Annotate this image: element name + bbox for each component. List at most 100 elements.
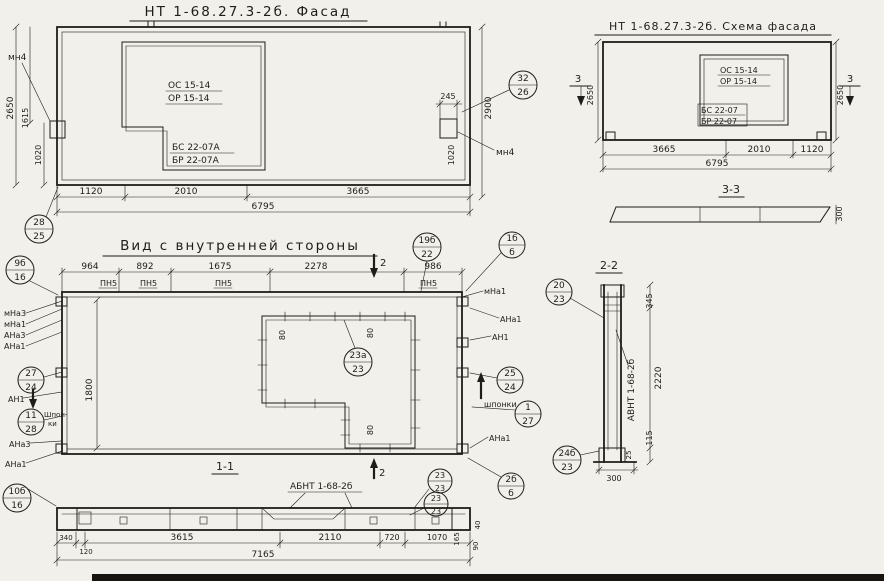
- facade-panel-outline: [56, 26, 471, 186]
- section-3-label: 3: [847, 74, 853, 85]
- callout-bottom: 23: [553, 295, 564, 305]
- facade-drawing: НТ 1-68.27.3-2б. Фасад ОС 15-14 ОР 15-14…: [6, 4, 538, 244]
- dim-1800: 1800: [85, 378, 95, 401]
- section-3-3-profile: 300: [609, 204, 844, 225]
- callout-top: 24б: [558, 449, 575, 459]
- dim-40: 40: [474, 521, 482, 530]
- dim-115: 115: [645, 430, 654, 445]
- mark-ana1-right-bottom: АНа1: [489, 434, 510, 443]
- callout-bottom: 23: [431, 507, 441, 516]
- callout-bottom: 23: [561, 463, 572, 473]
- facade-title: НТ 1-68.27.3-2б. Фасад: [145, 4, 352, 20]
- dim-345: 345: [645, 293, 654, 308]
- inner-window-opening: [261, 315, 416, 449]
- mark-pn5: ПН5: [215, 279, 232, 288]
- section-3-marker-right: 3: [839, 74, 861, 106]
- callout-top: 20: [553, 281, 565, 291]
- callout-bottom: 24: [25, 383, 37, 393]
- callout-top: 19б: [418, 236, 435, 246]
- callout-bottom: б: [508, 489, 514, 499]
- dim-1070: 1070: [427, 533, 447, 542]
- section-2-label: 2: [380, 258, 386, 269]
- facade-window-label-os: ОС 15-14: [168, 81, 211, 91]
- dim-80: 80: [278, 330, 287, 340]
- section-2-2-title: 2-2: [600, 259, 618, 272]
- dim-300: 300: [606, 474, 621, 483]
- facade-window-label-br: БР 22-07А: [172, 156, 220, 166]
- scan-edge-artifact: [92, 574, 884, 581]
- dim-6795: 6795: [706, 159, 729, 169]
- callout-bottom: 27: [522, 417, 533, 427]
- dim-964: 964: [81, 262, 98, 272]
- dim-2278: 2278: [305, 262, 328, 272]
- dim-2650-right: 2650: [836, 85, 845, 105]
- callout-bottom: 26: [517, 88, 529, 98]
- mark-an1-left: АН1: [8, 395, 25, 404]
- section-2-2-drawing: 2-2 АВНТ 1-68-2б 345 2220 115 25 300 20 …: [545, 259, 664, 483]
- callout-bottom: 16: [11, 501, 23, 511]
- dim-2650: 2650: [6, 96, 16, 119]
- dim-1020-left: 1020: [34, 145, 43, 165]
- callout-top: 1б: [506, 234, 518, 244]
- dim-3665: 3665: [653, 145, 676, 155]
- facade-left-anchor-block: [49, 120, 66, 139]
- dim-720: 720: [384, 533, 399, 542]
- callout-bottom: 24: [504, 383, 516, 393]
- section-2-marker-top: 2: [370, 253, 386, 278]
- callout-bottom: 28: [25, 425, 37, 435]
- dim-340: 340: [59, 534, 72, 542]
- section-2-marker-bottom: 2: [370, 458, 385, 480]
- mark-mn4-right: мн4: [496, 148, 515, 158]
- inner-view-title: Вид с внутренней стороны: [120, 238, 360, 254]
- dim-2220: 2220: [654, 366, 664, 389]
- mark-pn5: ПН5: [420, 279, 437, 288]
- callout-23-23-lower: 23 23: [409, 491, 449, 517]
- dim-1120: 1120: [801, 145, 824, 155]
- mark-avnt: АВНТ 1-68-2б: [627, 358, 637, 421]
- mark-ana3-lower: АНа3: [9, 440, 30, 449]
- mark-ana1-lower: АНа1: [5, 460, 26, 469]
- scheme-panel-outline: [602, 41, 832, 141]
- section-3-label: 3: [575, 74, 581, 85]
- callout-top: 2б: [505, 475, 517, 485]
- callout-bottom: 16: [14, 273, 26, 283]
- callout-top: 28: [33, 218, 45, 228]
- callout-top: 23а: [350, 351, 367, 361]
- scheme-window-opening: [699, 54, 789, 126]
- callout-top: 27: [25, 369, 36, 379]
- mark-abnt: АБНТ 1-68-2б: [290, 482, 353, 492]
- dim-3615: 3615: [171, 533, 194, 543]
- callout-bottom: б: [509, 248, 515, 258]
- section-3-3-title: 3-3: [722, 183, 740, 196]
- mark-pn5: ПН5: [140, 279, 157, 288]
- callout-32-26: 32 26: [461, 70, 538, 113]
- mark-shponki-left-2: ки: [48, 420, 57, 428]
- callout-top: 23: [431, 494, 441, 503]
- mark-ana1-right-top: АНа1: [500, 315, 521, 324]
- section-1-1-profile: [56, 507, 471, 531]
- facade-window-opening: [121, 41, 266, 171]
- section-1-arrow-right: [477, 372, 485, 400]
- callout-25-24: 25 24: [469, 366, 524, 394]
- dim-80: 80: [366, 425, 375, 435]
- callout-11-28: 11 28: [17, 408, 63, 436]
- section-1-1-title: 1-1: [216, 460, 234, 473]
- callout-top: 1: [525, 403, 531, 413]
- callout-10b-16: 10б 16: [2, 483, 57, 513]
- dim-90: 90: [472, 542, 480, 551]
- callout-top: 25: [504, 369, 515, 379]
- section-2-label: 2: [379, 468, 385, 479]
- dim-1675: 1675: [209, 262, 232, 272]
- facade-right-anchor-block: [439, 118, 458, 139]
- dim-1120: 1120: [80, 187, 103, 197]
- dim-2650-left: 2650: [586, 85, 595, 105]
- dim-300: 300: [835, 206, 844, 221]
- dim-165: 165: [453, 532, 461, 545]
- dim-245: 245: [440, 92, 455, 101]
- callout-bottom: 22: [421, 250, 432, 260]
- dim-2010: 2010: [748, 145, 771, 155]
- mark-shponki-right: шпонки: [484, 400, 517, 409]
- dim-120: 120: [79, 548, 92, 556]
